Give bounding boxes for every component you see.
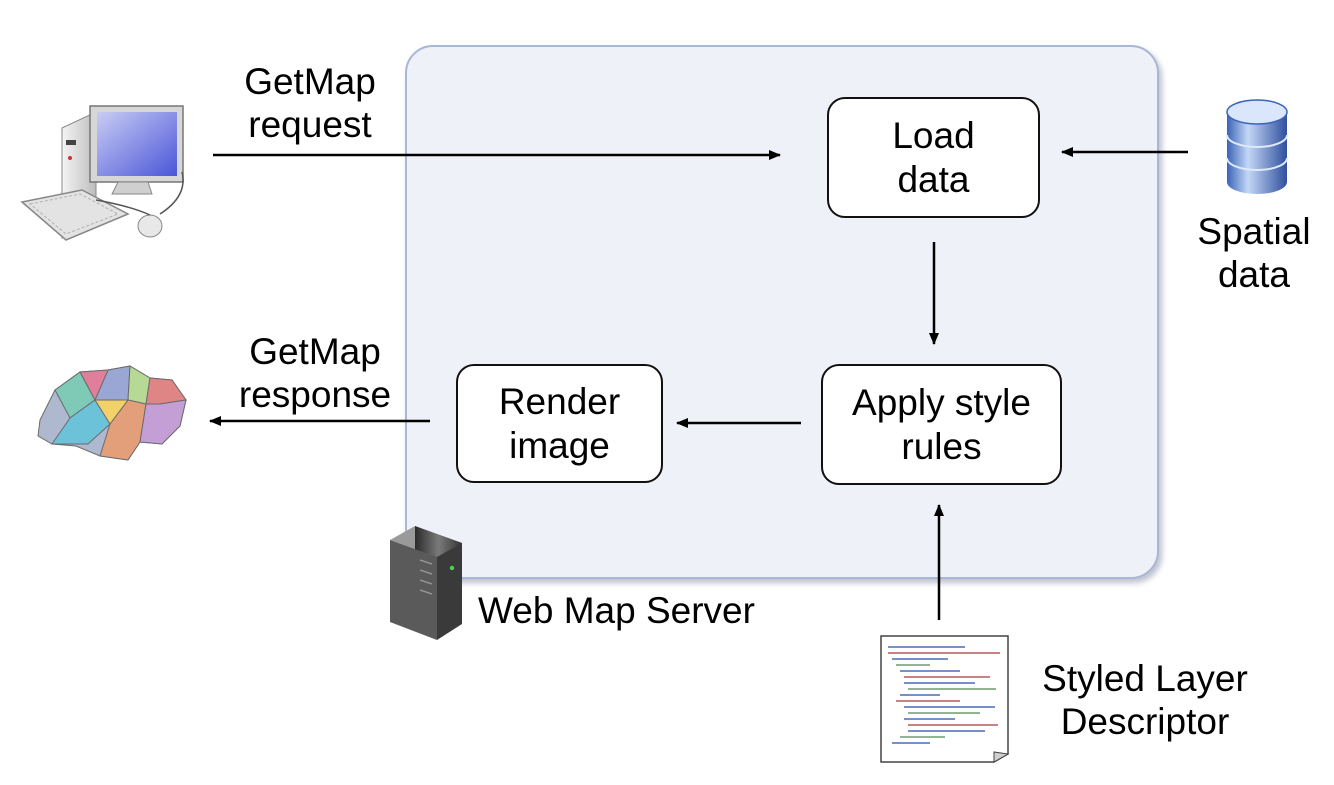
getmap-request-label: GetMap request bbox=[244, 61, 376, 145]
getmap-response-label: GetMap response bbox=[238, 331, 392, 415]
xml-document-icon bbox=[880, 635, 1010, 763]
apply-style-rules-box: Apply style rules bbox=[821, 364, 1062, 485]
render-image-box: Render image bbox=[456, 364, 663, 483]
database-icon bbox=[1226, 99, 1288, 194]
desktop-computer-icon bbox=[20, 105, 184, 241]
spatial-data-label: Spatial data bbox=[1197, 211, 1311, 295]
web-map-server-label: Web Map Server bbox=[478, 590, 755, 631]
load-data-box: Load data bbox=[827, 97, 1040, 218]
server-tower-icon bbox=[390, 526, 462, 640]
switzerland-cantons-map-icon bbox=[37, 365, 187, 461]
styled-layer-descriptor-label: Styled Layer Descriptor bbox=[1042, 658, 1248, 742]
